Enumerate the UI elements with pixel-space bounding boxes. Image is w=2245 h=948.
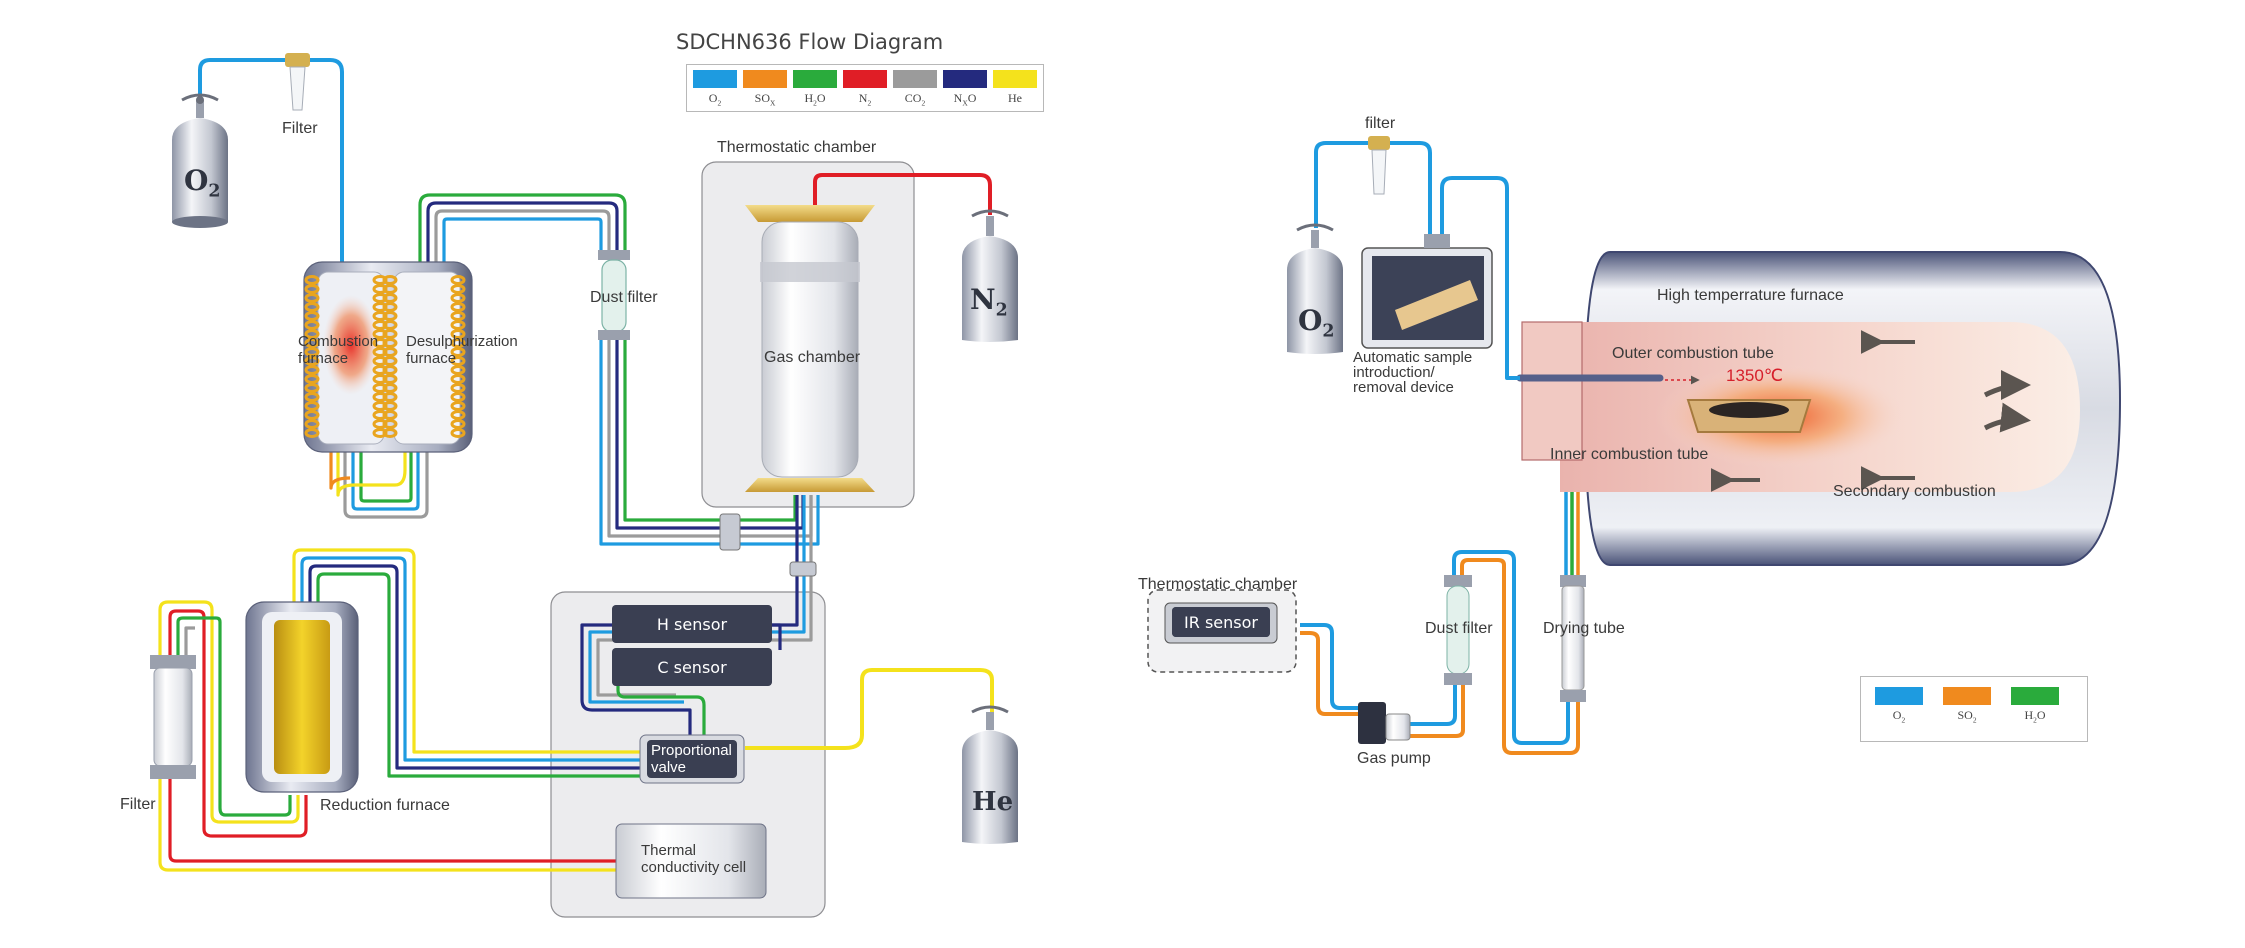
label-ir-sensor: IR sensor: [1172, 607, 1270, 637]
label-filter-bottom: Filter: [120, 796, 156, 813]
filter-bottom-left: [150, 655, 196, 779]
label-tank-o2-right: O2: [1298, 304, 1335, 342]
pipe-he: [745, 668, 994, 750]
auto-sample-device: [1361, 234, 1493, 349]
dust-filter-left: [598, 250, 630, 340]
legend-label: H2O: [804, 91, 826, 108]
label-inner-combustion-tube: Inner combustion tube: [1550, 446, 1709, 463]
legend-left: O2 SOX H2O N2 CO2 NXO He: [686, 64, 1044, 112]
label-outer-combustion-tube: Outer combustion tube: [1612, 345, 1774, 362]
legend-item: O2: [1875, 687, 1923, 724]
gas-pump: [1358, 702, 1411, 744]
legend-swatch: [1943, 687, 1991, 705]
legend-label: O2: [708, 91, 722, 108]
filter-top-left: [285, 53, 310, 111]
pipe-furnace-loop: [329, 450, 429, 519]
legend-item: H2O: [793, 70, 837, 107]
pipe-bundle-furnace-dustfilter: [418, 193, 627, 265]
legend-swatch: [993, 70, 1037, 88]
dual-furnace: [303, 261, 473, 453]
pipe-o2-supply: [198, 58, 344, 265]
thermal-cell-body: [615, 823, 767, 899]
legend-label: He: [1008, 91, 1022, 105]
label-thermostatic-chamber-right: Thermostatic chamber: [1138, 576, 1298, 593]
label-gas-chamber: Gas chamber: [764, 349, 861, 366]
legend-item: SO2: [1943, 687, 1991, 724]
gas-chamber-vessel: [745, 205, 875, 492]
label-c-sensor: C sensor: [612, 648, 772, 686]
label-secondary-combustion: Secondary combustion: [1833, 483, 1996, 500]
legend-swatch: [843, 70, 887, 88]
label-temperature: 1350℃: [1726, 366, 1783, 385]
label-desulphurization-furnace: Desulphurization furnace: [406, 333, 518, 367]
pipe-right-furnace-drying: [1564, 492, 1580, 575]
label-dust-filter-right: Dust filter: [1425, 620, 1493, 637]
pipe-n2: [813, 173, 992, 215]
legend-item: H2O: [2011, 687, 2059, 724]
label-high-temperature-furnace: High temperrature furnace: [1657, 287, 1844, 304]
legend-item: N2: [843, 70, 887, 107]
pipe-right-o2-filter: [1314, 141, 1520, 380]
label-tank-n2: N2: [970, 283, 1008, 321]
label-thermostatic-chamber: Thermostatic chamber: [717, 139, 877, 156]
pipe-reduction-top: [292, 548, 645, 778]
label-proportional-valve: Proportional valve: [651, 742, 732, 776]
diagram-title: SDCHN636 Flow Diagram: [676, 30, 944, 54]
legend-right: O2 SO2 H2O: [1860, 676, 2088, 742]
reduction-furnace: [245, 601, 359, 793]
label-tank-o2-left: O2: [184, 164, 221, 202]
legend-swatch: [2011, 687, 2059, 705]
drying-tube: [1560, 575, 1586, 702]
label-combustion-furnace: Combustion furnace: [298, 333, 379, 367]
legend-label: CO2: [904, 91, 926, 108]
legend-swatch: [793, 70, 837, 88]
pipe-detector-internal: [580, 610, 813, 740]
label-filter-top: Filter: [282, 120, 318, 137]
pipe-reduction-filter-tcc: [158, 600, 620, 872]
label-drying-tube: Drying tube: [1543, 620, 1625, 637]
label-reduction-furnace: Reduction furnace: [320, 797, 450, 814]
legend-swatch: [943, 70, 987, 88]
legend-swatch: [743, 70, 787, 88]
legend-label: SO2: [1957, 708, 1977, 725]
legend-swatch: [893, 70, 937, 88]
label-dust-filter-left: Dust filter: [590, 289, 658, 306]
filter-right: [1368, 136, 1390, 195]
dust-filter-right: [1444, 575, 1472, 685]
legend-item: He: [993, 70, 1037, 106]
legend-item: CO2: [893, 70, 937, 107]
o2-tank-right: [1287, 223, 1343, 354]
legend-swatch: [1875, 687, 1923, 705]
label-thermal-conductivity-cell: Thermal conductivity cell: [641, 842, 747, 876]
legend-label: NXO: [953, 91, 977, 108]
legend-item: SOX: [743, 70, 787, 107]
high-temperature-furnace: [1516, 251, 2122, 566]
valve-manifold: [719, 513, 741, 551]
legend-label: N2: [858, 91, 872, 108]
n2-tank: [962, 209, 1018, 342]
label-tank-he: He: [972, 787, 1014, 817]
pipe-gaschamber-detector: [795, 495, 813, 610]
valve-gaschamber-out: [789, 561, 817, 577]
label-filter-right: filter: [1365, 115, 1396, 132]
legend-label: SOX: [754, 91, 776, 108]
legend-item: O2: [693, 70, 737, 107]
legend-label: H2O: [2024, 708, 2046, 725]
label-auto-sample-device: Automatic sample introduction/ removal d…: [1353, 349, 1473, 396]
label-gas-pump: Gas pump: [1357, 750, 1431, 767]
he-tank: [962, 705, 1018, 844]
legend-swatch: [693, 70, 737, 88]
pipe-right-return: [1300, 550, 1580, 755]
label-h-sensor: H sensor: [612, 605, 772, 643]
o2-tank-left: [172, 93, 228, 228]
legend-item: NXO: [943, 70, 987, 107]
legend-label: O2: [1892, 708, 1906, 725]
